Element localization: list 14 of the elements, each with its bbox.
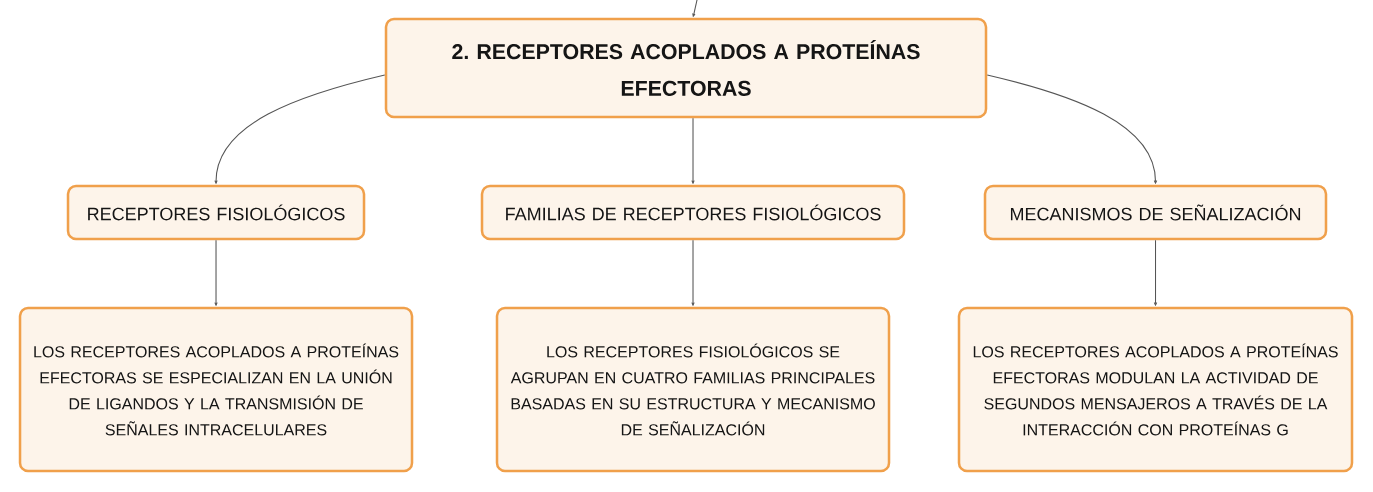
subtopic-box: MECANISMOS DE SEÑALIZACIÓN <box>983 184 1328 241</box>
subtopic-box: FAMILIAS DE RECEPTORES FISIOLÓGICOS <box>480 184 906 241</box>
arrow <box>986 74 1158 184</box>
description-box: LOS RECEPTORES FISIOLÓGICOS SE AGRUPAN EN CUATRO FAMILIAS PRINCIPALES BASADAS EN SU ESTRUCTURA Y MECANISMO DE SEÑALIZACIÓN <box>495 306 891 473</box>
arrow <box>1153 239 1158 306</box>
arrow <box>692 0 698 17</box>
arrow <box>691 117 695 184</box>
subtopic-box: RECEPTORES FISIOLÓGICOS <box>66 184 366 241</box>
description-box: LOS RECEPTORES ACOPLADOS A PROTEÍNAS EFECTORAS SE ESPECIALIZAN EN LA UNIÓN DE LIGANDOS Y LA TRANSMISIÓN DE SEÑALES INTRACELULARES <box>18 306 414 473</box>
arrow <box>214 239 218 306</box>
arrow <box>214 74 386 184</box>
arrow <box>691 239 695 306</box>
topic-box: 2. RECEPTORES ACOPLADOS A PROTEÍNAS EFECTORAS <box>384 17 988 119</box>
description-box: LOS RECEPTORES ACOPLADOS A PROTEÍNAS EFECTORAS MODULAN LA ACTIVIDAD DE SEGUNDOS MENSAJEROS A TRAVÉS DE LA INTERACCIÓN CON PROTEÍNAS G <box>957 306 1354 473</box>
